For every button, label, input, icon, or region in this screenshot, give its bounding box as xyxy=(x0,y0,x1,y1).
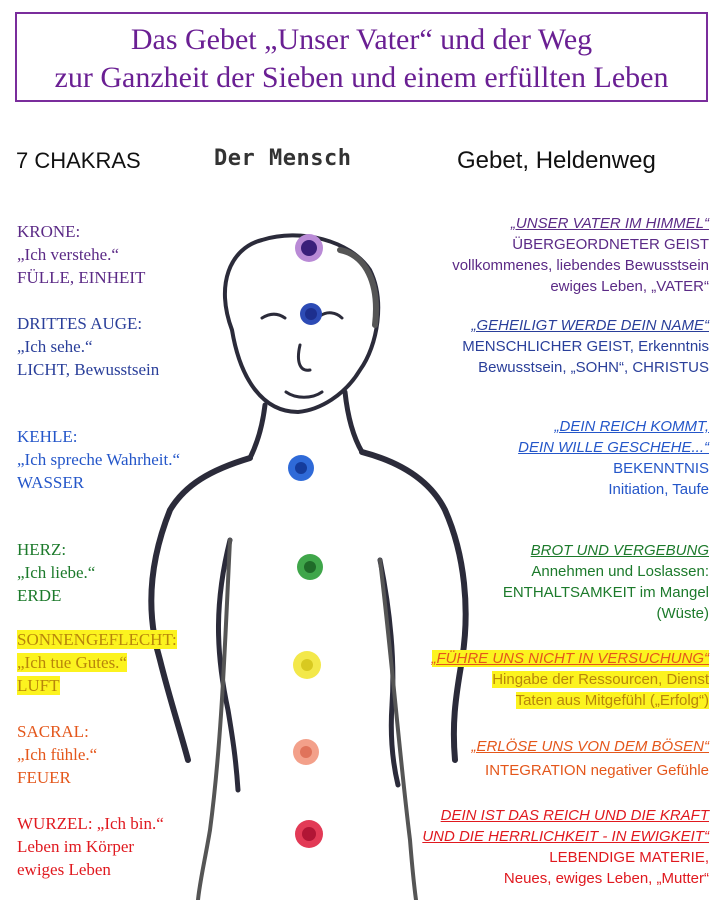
prayer-line: Initiation, Taufe xyxy=(608,481,709,498)
chakra-name: HERZ: xyxy=(17,540,67,559)
prayer-line: „GEHEILIGT WERDE DEIN NAME“ xyxy=(471,317,709,334)
prayer-line: Annehmen und Loslassen: xyxy=(531,563,709,580)
root-chakra-core xyxy=(302,827,316,841)
heart-chakra-core xyxy=(304,561,316,573)
sacral-chakra-core xyxy=(300,746,312,758)
chakra-quote: „Ich spreche Wahrheit.“ xyxy=(17,450,181,469)
prayer-line: ewiges Leben, „VATER“ xyxy=(550,278,709,295)
chakra-element: LUFT xyxy=(17,676,60,695)
chakra-element: WASSER xyxy=(17,473,85,492)
prayer-erloese: „ERLÖSE UNS VON DEM BÖSEN“ INTEGRATION n… xyxy=(471,736,709,781)
chakra-heart: HERZ: „Ich liebe.“ ERDE xyxy=(17,538,95,607)
title-line-1: Das Gebet „Unser Vater“ und der Weg xyxy=(130,23,593,56)
chakra-element: FÜLLE, EINHEIT xyxy=(17,268,146,287)
chakra-name: KEHLE: xyxy=(17,427,78,446)
chakra-name: DRITTES AUGE: xyxy=(17,314,143,333)
solar-plexus-chakra-core xyxy=(301,659,313,671)
prayer-line: DEIN IST DAS REICH UND DIE KRAFT xyxy=(440,807,709,824)
throat-chakra-core xyxy=(295,462,307,474)
prayer-versuchung: „FÜHRE UNS NICHT IN VERSUCHUNG“ Hingabe … xyxy=(431,648,709,711)
header-der-mensch: Der Mensch xyxy=(214,146,352,171)
hair-right xyxy=(337,247,379,328)
prayer-line: vollkommenes, liebendes Bewusstsein xyxy=(452,257,709,274)
chakra-quote: „Ich verstehe.“ xyxy=(17,245,119,264)
prayer-line: Neues, ewiges Leben, „Mutter“ xyxy=(503,870,709,887)
chakra-sacral: SACRAL: „Ich fühle.“ FEUER xyxy=(17,720,97,789)
crown-chakra-core xyxy=(301,240,317,256)
chakra-solar-plexus: SONNENGEFLECHT: „Ich tue Gutes.“ LUFT xyxy=(17,628,177,697)
right-eye xyxy=(318,311,344,320)
prayer-line: Bewusstsein, „SOHN“, CHRISTUS xyxy=(478,359,709,376)
left-arm-outer xyxy=(148,455,253,763)
prayer-dein-ist: DEIN IST DAS REICH UND DIE KRAFT UND DIE… xyxy=(422,805,709,889)
chakra-quote: „Ich sehe.“ xyxy=(17,337,93,356)
chakra-dots xyxy=(288,234,323,848)
right-arm-outer xyxy=(359,449,469,763)
header-gebet: Gebet, Heldenweg xyxy=(457,147,656,174)
chakra-root: WURZEL: „Ich bin.“ Leben im Körper ewige… xyxy=(17,812,164,881)
third-eye-chakra-core xyxy=(305,308,317,320)
prayer-geheiligt: „GEHEILIGT WERDE DEIN NAME“ MENSCHLICHER… xyxy=(462,315,709,378)
chakra-element: ERDE xyxy=(17,586,62,605)
title-box: Das Gebet „Unser Vater“ und der Weg zur … xyxy=(15,12,708,102)
chakra-quote: „Ich liebe.“ xyxy=(17,563,96,582)
chakra-name: WURZEL: „Ich bin.“ xyxy=(17,814,164,833)
prayer-line: „UNSER VATER IM HIMMEL“ xyxy=(510,215,709,232)
prayer-line: UND DIE HERRLICHKEIT - IN EWIGKEIT“ xyxy=(422,828,709,845)
prayer-line: BEKENNTNIS xyxy=(613,460,709,477)
prayer-line: LEBENDIGE MATERIE, xyxy=(549,849,709,866)
chakra-crown: KRONE: „Ich verstehe.“ FÜLLE, EINHEIT xyxy=(17,220,145,289)
chakra-name: KRONE: xyxy=(17,222,81,241)
prayer-line: „DEIN REICH KOMMT, xyxy=(554,418,709,435)
chakra-quote: „Ich tue Gutes.“ xyxy=(17,653,127,672)
mouth xyxy=(284,390,324,399)
neck-right xyxy=(342,389,365,455)
prayer-line: ENTHALTSAMKEIT im Mangel xyxy=(502,584,709,601)
prayer-line: DEIN WILLE GESCHEHE...“ xyxy=(518,439,709,456)
chakra-quote: „Ich fühle.“ xyxy=(17,745,98,764)
chakra-name: SONNENGEFLECHT: xyxy=(17,630,177,649)
prayer-line: INTEGRATION negativer Gefühle xyxy=(485,762,709,779)
prayer-unser-vater: „UNSER VATER IM HIMMEL“ ÜBERGEORDNETER G… xyxy=(452,213,709,297)
prayer-line: ÜBERGEORDNETER GEIST xyxy=(512,236,709,253)
header-chakras: 7 CHAKRAS xyxy=(16,148,141,173)
prayer-line: Hingabe der Ressourcen, Dienst xyxy=(492,671,709,688)
prayer-line: „ERLÖSE UNS VON DEM BÖSEN“ xyxy=(471,738,709,755)
chakra-quote: Leben im Körper xyxy=(17,837,135,856)
prayer-brot: BROT UND VERGEBUNG Annehmen und Loslasse… xyxy=(503,540,709,624)
left-eye xyxy=(260,312,287,320)
chakra-third-eye: DRITTES AUGE: „Ich sehe.“ LICHT, Bewusst… xyxy=(17,312,159,381)
head-outline xyxy=(223,233,381,414)
nose xyxy=(296,343,312,372)
prayer-line: MENSCHLICHER GEIST, Erkenntnis xyxy=(462,338,709,355)
prayer-line: BROT UND VERGEBUNG xyxy=(530,542,709,559)
chakra-element: FEUER xyxy=(17,768,71,787)
title-line-2: zur Ganzheit der Sieben und einem erfüll… xyxy=(54,61,669,94)
chakra-element: ewiges Leben xyxy=(17,860,111,879)
torso-right xyxy=(378,558,418,900)
chakra-throat: KEHLE: „Ich spreche Wahrheit.“ WASSER xyxy=(17,425,180,494)
prayer-dein-reich: „DEIN REICH KOMMT, DEIN WILLE GESCHEHE..… xyxy=(518,416,709,500)
torso-left xyxy=(196,538,232,900)
prayer-line: „FÜHRE UNS NICHT IN VERSUCHUNG“ xyxy=(431,650,709,667)
chakra-name: SACRAL: xyxy=(17,722,89,741)
prayer-line: Taten aus Mitgefühl („Erfolg“) xyxy=(515,692,709,709)
neck-left xyxy=(247,402,268,461)
chakra-element: LICHT, Bewusstsein xyxy=(17,360,160,379)
prayer-line: (Wüste) xyxy=(656,605,710,622)
